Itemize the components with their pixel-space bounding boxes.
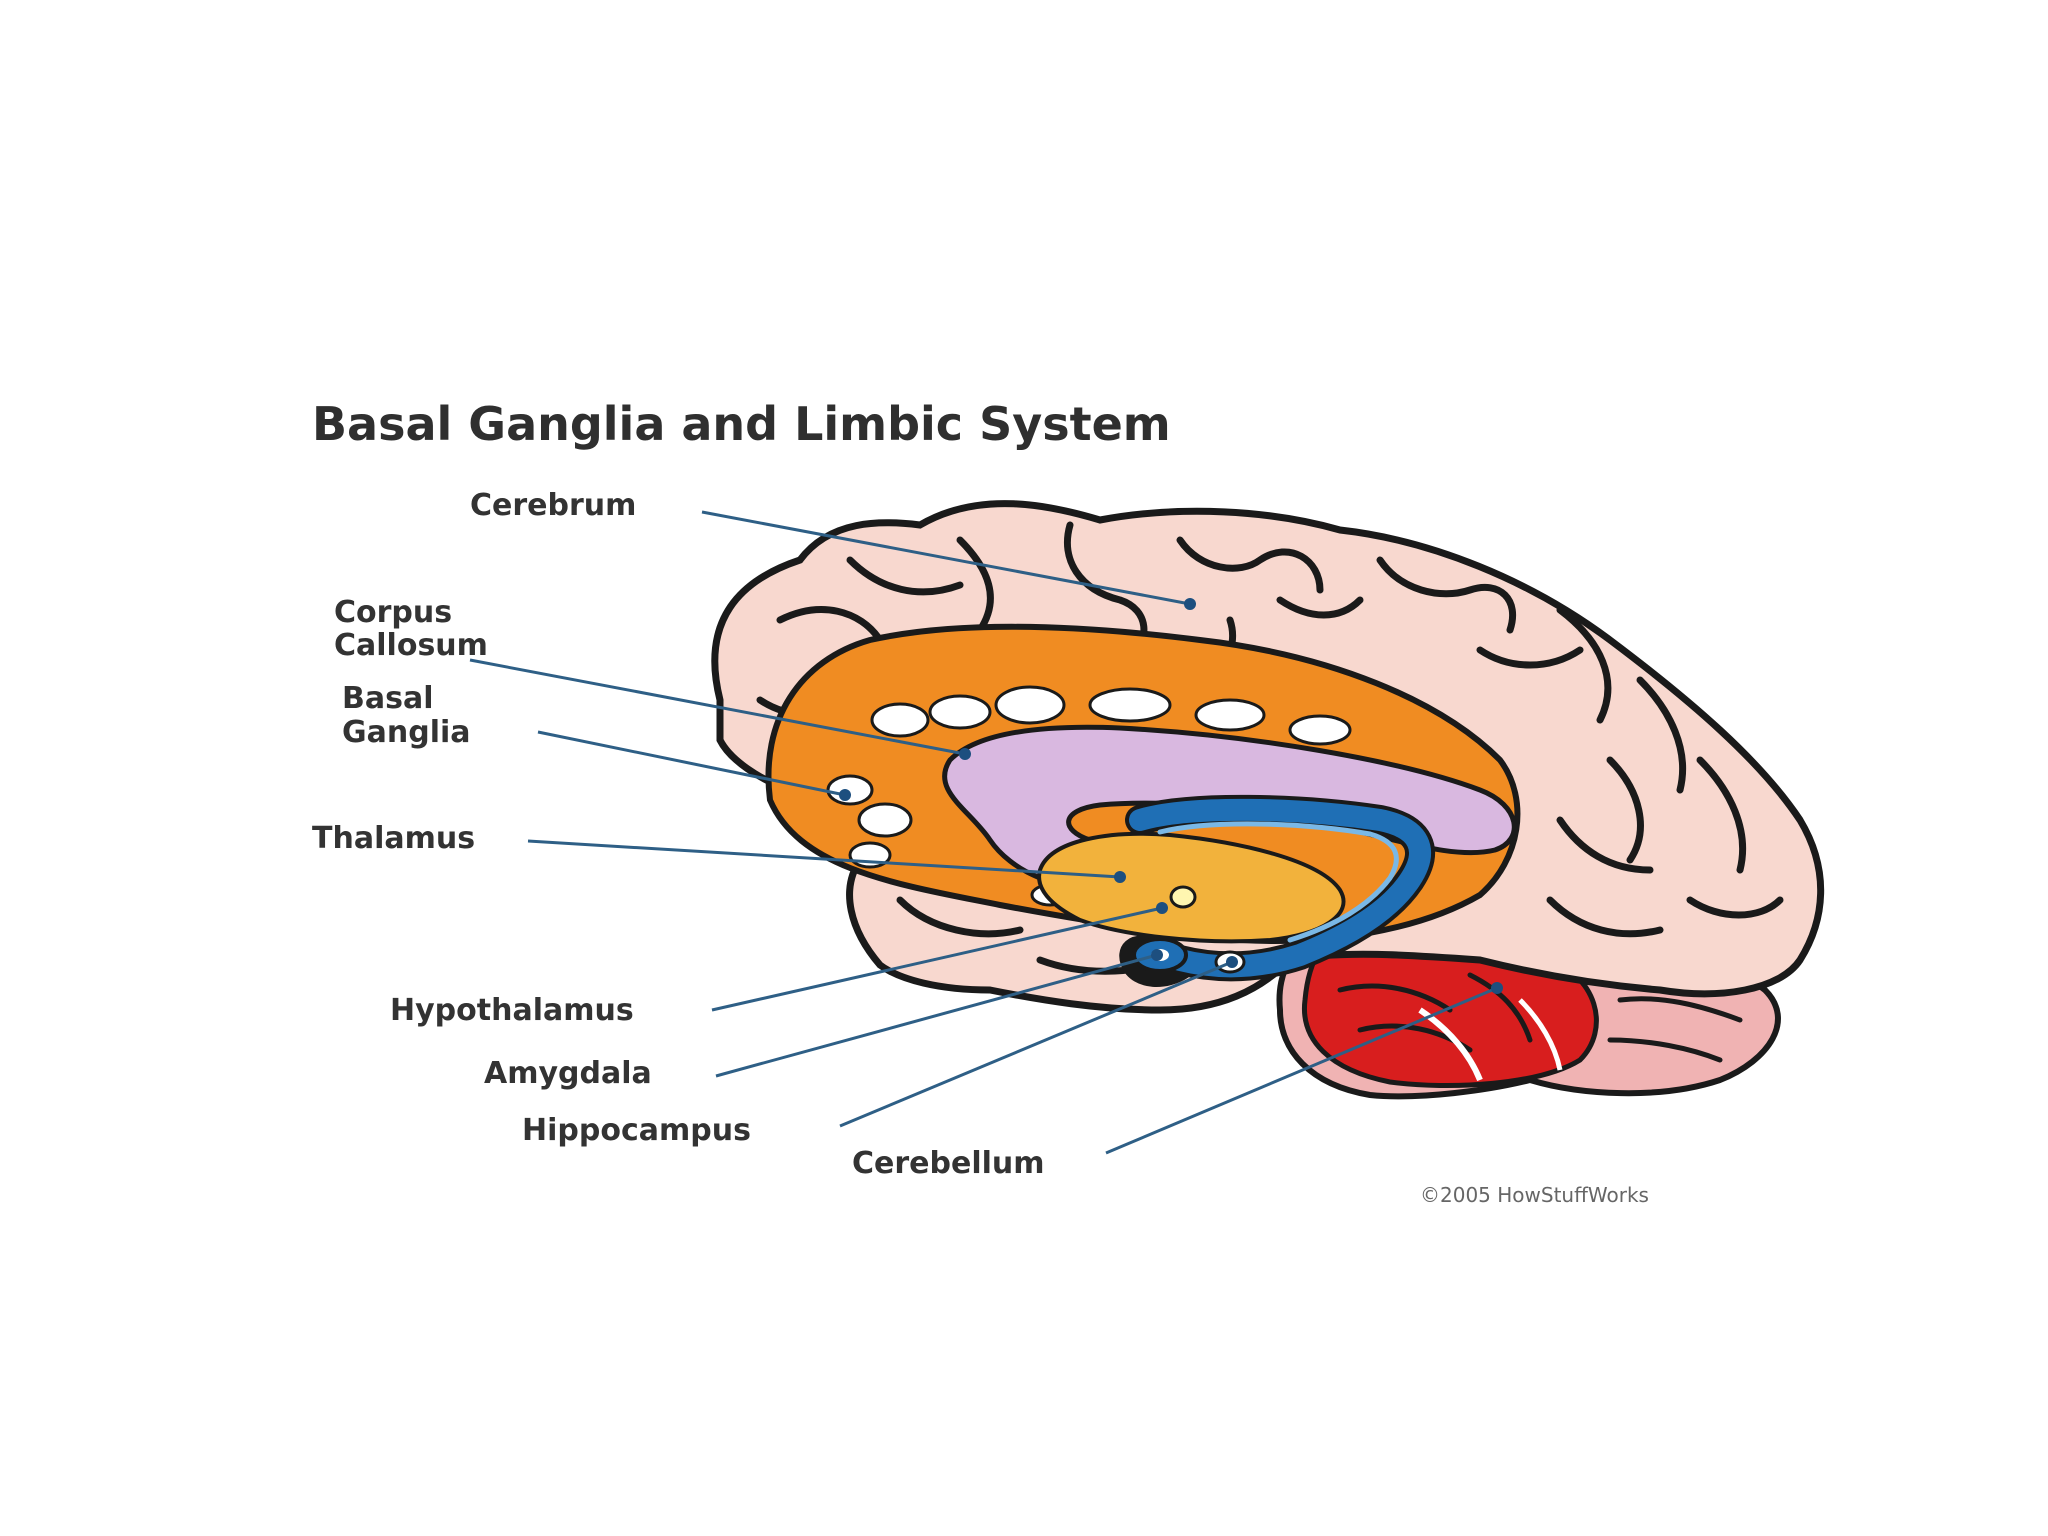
copyright-credit: ©2005 HowStuffWorks: [1420, 1183, 1649, 1207]
label-thalamus: Thalamus: [312, 821, 475, 856]
label-basal-ganglia: Basal Ganglia: [342, 681, 471, 750]
diagram-title: Basal Ganglia and Limbic System: [312, 397, 1171, 451]
callout-basal-ganglia: Basal Ganglia: [342, 681, 851, 801]
callout-corpus-callosum: Corpus Callosum: [334, 595, 971, 760]
brain-illustration: [711, 500, 1825, 1100]
label-hippocampus: Hippocampus: [522, 1113, 751, 1148]
callout-cerebrum: Cerebrum: [470, 488, 1196, 610]
label-hypothalamus: Hypothalamus: [390, 993, 634, 1028]
callout-hippocampus: Hippocampus: [522, 956, 1238, 1148]
label-cerebrum: Cerebrum: [470, 488, 636, 523]
label-cerebellum: Cerebellum: [852, 1146, 1045, 1181]
callout-amygdala: Amygdala: [484, 949, 1163, 1091]
label-amygdala: Amygdala: [484, 1056, 652, 1091]
label-corpus-callosum: Corpus Callosum: [334, 595, 488, 663]
callout-cerebellum: Cerebellum: [852, 982, 1503, 1181]
callout-thalamus: Thalamus: [312, 821, 1126, 883]
callout-hypothalamus: Hypothalamus: [390, 902, 1168, 1028]
